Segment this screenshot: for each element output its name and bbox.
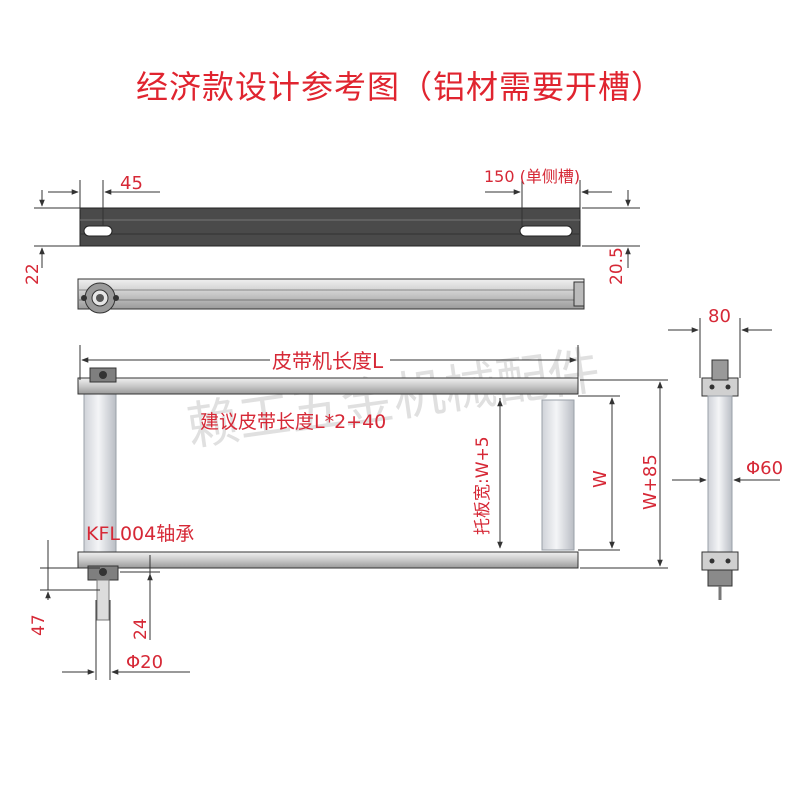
rail-top <box>77 377 579 395</box>
dim-W85 <box>580 379 668 569</box>
dim-150 <box>485 180 612 226</box>
dim-bottom-left <box>40 540 190 680</box>
belt-length: 建议皮带长度L*2+40 <box>200 411 386 433</box>
side-roller <box>707 395 733 555</box>
bearing-label: KFL004轴承 <box>86 523 194 545</box>
page-title: 经济款设计参考图（铝材需要开槽） <box>135 68 664 106</box>
side-width: 80 <box>708 306 731 327</box>
dim-45-label: 45 <box>120 173 143 194</box>
dim-22-label: 22 <box>23 263 43 285</box>
side-view <box>701 359 739 600</box>
dim-L <box>79 345 579 380</box>
dim-80 <box>668 318 772 378</box>
top-profile <box>79 207 581 247</box>
dim-20-5 <box>582 190 640 268</box>
mid-profile <box>77 278 585 314</box>
dim-22 <box>34 190 80 268</box>
dim-W <box>578 395 620 551</box>
roller-dia: Φ60 <box>746 458 783 479</box>
width-total: W+85 <box>640 454 661 510</box>
shaft-dia: Φ20 <box>126 652 163 673</box>
width: W <box>590 470 611 488</box>
slot-left <box>83 225 113 237</box>
rail-bottom <box>77 551 579 569</box>
roller-left <box>83 391 117 555</box>
dim-150-label: 150 (单侧槽) <box>484 167 580 186</box>
belt-machine-length: 皮带机长度L <box>272 349 384 373</box>
dim-45 <box>48 180 160 226</box>
tray-width: 托板宽:W+5 <box>473 436 493 535</box>
belt-frame <box>77 367 579 621</box>
offset-24: 24 <box>131 618 151 640</box>
offset-47: 47 <box>29 614 49 636</box>
slot-right <box>519 225 573 237</box>
dim-20-5-label: 20.5 <box>607 247 627 285</box>
watermark: 赖工五金机械配件 <box>183 341 603 458</box>
roller-right <box>541 399 575 551</box>
